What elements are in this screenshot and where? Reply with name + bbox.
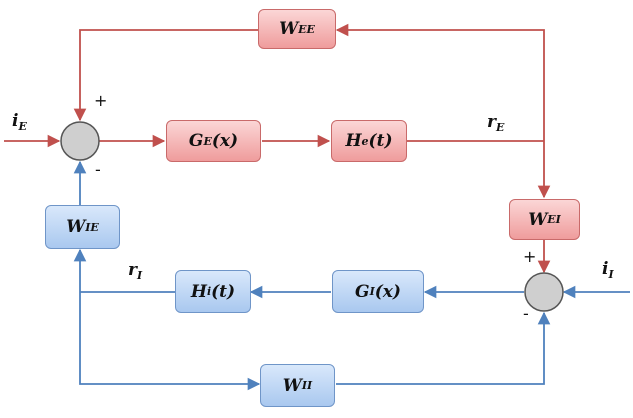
wire-wee-to-sum xyxy=(73,29,258,122)
block-wii-symbol: W xyxy=(282,375,302,396)
block-ge-subscript: E xyxy=(203,134,212,148)
label-ii: iI xyxy=(602,259,614,281)
label-ri-subscript: I xyxy=(136,269,143,282)
label-re-subscript: E xyxy=(495,121,505,134)
block-wee-subscript: EE xyxy=(298,22,315,36)
label-ii-subscript: I xyxy=(608,268,614,281)
block-ge-argument: (x) xyxy=(211,131,239,151)
label-ri-symbol: r xyxy=(128,260,137,280)
label-ie: iE xyxy=(12,111,27,133)
label-ri: rI xyxy=(128,260,142,282)
label-ie-symbol: i xyxy=(12,111,19,131)
excitatory-summing-junction xyxy=(60,121,100,161)
wire-wii-to-sum xyxy=(336,311,551,385)
block-he-subscript: e xyxy=(361,134,369,148)
excitatory-plus-sign: + xyxy=(94,91,108,110)
wire-ri-to-wii xyxy=(79,292,261,391)
excitatory-minus-sign: - xyxy=(95,160,101,179)
block-wii-subscript: II xyxy=(301,379,313,392)
inhibitory-plus-sign: + xyxy=(523,247,537,266)
block-wee-symbol: W xyxy=(279,19,299,39)
label-ie-subscript: E xyxy=(18,120,27,133)
block-wei-subscript: EI xyxy=(547,213,561,226)
excitatory-wires xyxy=(4,23,551,274)
block-gi-symbol: G xyxy=(355,281,370,302)
block-he-argument: (t) xyxy=(368,131,393,151)
block-ge-symbol: G xyxy=(188,131,204,151)
block-gi-subscript: I xyxy=(369,285,375,298)
block-hi-argument: (t) xyxy=(211,281,236,302)
label-ii-symbol: i xyxy=(602,259,609,279)
block-wie-symbol: W xyxy=(66,217,86,237)
wire-re-to-wee xyxy=(335,23,545,141)
block-wie-subscript: IE xyxy=(85,220,99,234)
block-gi-argument: (x) xyxy=(374,281,401,302)
block-hi-subscript: i xyxy=(206,285,212,298)
block-wei-symbol: W xyxy=(528,209,548,230)
label-re: rE xyxy=(487,112,504,134)
inhibitory-minus-sign: - xyxy=(523,304,529,323)
label-re-symbol: r xyxy=(487,112,496,132)
block-hi-symbol: H xyxy=(190,281,207,302)
inhibitory-summing-junction xyxy=(524,272,564,312)
block-he-symbol: H xyxy=(345,131,362,151)
inhibitory-wires xyxy=(73,160,630,391)
